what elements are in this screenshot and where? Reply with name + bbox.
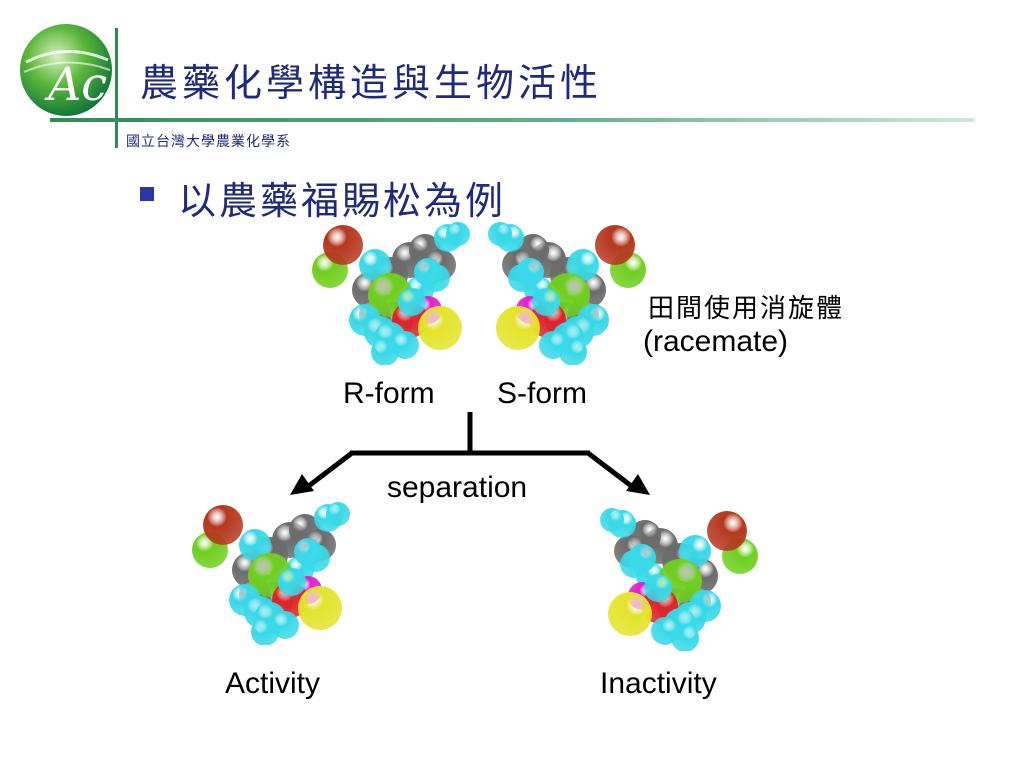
r-form-label: R-form <box>343 377 435 410</box>
s-form-label: S-form <box>497 377 587 410</box>
hydrogen-atom <box>326 502 350 526</box>
hydrogen-atom <box>628 544 656 572</box>
hydrogen-atom <box>294 538 322 566</box>
bullet-heading: 以農藥福賜松為例 <box>178 179 507 223</box>
sulfur-atom <box>496 306 540 350</box>
inactive-enantiomer-molecule-image <box>600 508 758 651</box>
bromine-atom <box>203 505 243 545</box>
sulfur-atom <box>418 306 462 350</box>
hydrogen-atom <box>600 508 624 532</box>
hydrogen-atom <box>516 258 544 286</box>
page-title: 農藥化學構造與生物活性 <box>140 61 603 105</box>
hydrogen-atom <box>278 568 306 596</box>
bromine-atom <box>595 225 635 265</box>
department-logo-icon: Ac <box>20 24 112 116</box>
header-vertical-rule <box>115 28 118 148</box>
left-arrowhead-icon <box>290 474 314 495</box>
hydrogen-atom <box>251 618 279 645</box>
hydrogen-atom <box>398 288 426 316</box>
hydrogen-atom <box>532 288 560 316</box>
r-form-molecule-image <box>312 222 470 365</box>
hydrogen-atom <box>359 249 391 281</box>
hydrogen-atom <box>446 222 470 246</box>
hydrogen-atom <box>559 338 587 365</box>
header-rule <box>50 118 974 122</box>
bullet-square-icon <box>140 187 154 201</box>
svg-text:Ac: Ac <box>44 57 107 111</box>
left-arrow-line <box>304 451 354 490</box>
hydrogen-atom <box>671 624 699 651</box>
right-arrow-line <box>586 451 636 490</box>
bromine-atom <box>707 511 747 551</box>
separation-label: separation <box>387 471 528 504</box>
inactivity-label: Inactivity <box>600 667 717 700</box>
bromine-atom <box>323 225 363 265</box>
hydrogen-atom <box>239 529 271 561</box>
active-enantiomer-molecule-image <box>192 502 350 645</box>
sulfur-atom <box>608 592 652 636</box>
hydrogen-atom <box>488 222 512 246</box>
hydrogen-atom <box>644 574 672 602</box>
sulfur-atom <box>298 586 342 630</box>
s-form-molecule-image <box>488 222 646 365</box>
hydrogen-atom <box>414 258 442 286</box>
hydrogen-atom <box>371 338 399 365</box>
racemate-chinese-label: 田間使用消旋體 <box>648 294 845 324</box>
department-name: 國立台灣大學農業化學系 <box>126 134 291 150</box>
racemate-english-label: (racemate) <box>643 325 789 358</box>
hydrogen-atom <box>679 535 711 567</box>
hydrogen-atom <box>567 249 599 281</box>
right-arrowhead-icon <box>626 474 650 495</box>
activity-label: Activity <box>225 667 321 700</box>
